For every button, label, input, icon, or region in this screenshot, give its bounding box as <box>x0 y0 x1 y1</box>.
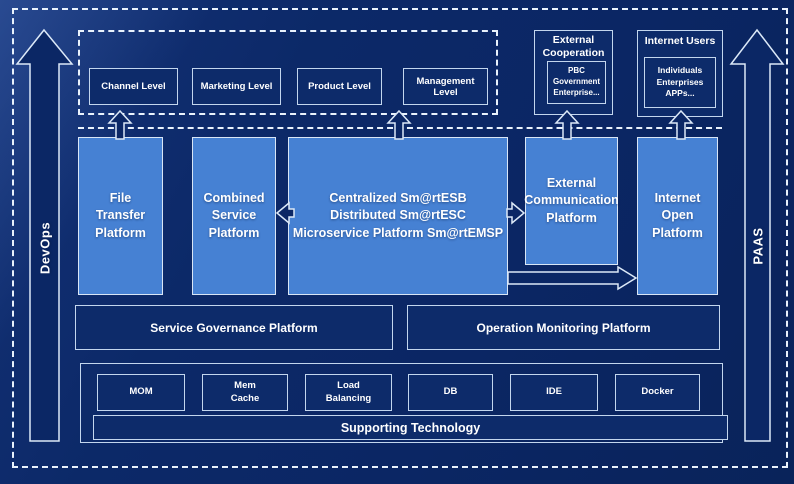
operation-monitoring-label: Operation Monitoring Platform <box>476 320 651 335</box>
internet-users-members: Individuals Enterprises APPs... <box>644 57 716 108</box>
service-governance-label: Service Governance Platform <box>150 320 318 335</box>
tech-box-load-balancing: Load Balancing <box>305 374 392 411</box>
external-communication-platform-box: External Communication Platform <box>524 137 619 265</box>
tech-box-docker: Docker <box>615 374 700 411</box>
management-level-box: Management Level <box>403 68 488 105</box>
tech-box-db: DB <box>408 374 493 411</box>
combined-service-platform-box: Combined Service Platform <box>192 137 276 295</box>
product-level-label: Product Level <box>308 81 371 92</box>
marketing-level-box: Marketing Level <box>192 68 281 105</box>
tech-box-mom: MOM <box>97 374 185 411</box>
external-cooperation-members: PBC Government Enterprise... <box>547 61 606 104</box>
channel-level-box: Channel Level <box>89 68 178 105</box>
external-cooperation-title: External Cooperation <box>542 34 605 60</box>
internet-users-box: Internet Users <box>637 30 723 117</box>
file-transfer-platform-box: File Transfer Platform <box>78 137 163 295</box>
central-esb-platform-box: Centralized Sm@rtESB Distributed Sm@rtES… <box>288 137 508 295</box>
paas-label: PAAS <box>750 227 766 265</box>
supporting-technology-bar: Supporting Technology <box>93 415 728 440</box>
supporting-technology-label: Supporting Technology <box>340 420 481 435</box>
internet-users-title: Internet Users <box>644 35 716 47</box>
devops-label: DevOps <box>37 221 53 275</box>
tech-box-mem-cache: Mem Cache <box>202 374 288 411</box>
internet-open-platform-box: Internet Open Platform <box>637 137 718 295</box>
marketing-level-label: Marketing Level <box>200 81 273 92</box>
tech-box-ide: IDE <box>510 374 598 411</box>
outer-dashed-frame <box>12 8 788 468</box>
operation-monitoring-platform-bar: Operation Monitoring Platform <box>407 305 720 350</box>
supporting-technology-container <box>80 363 723 443</box>
channel-level-label: Channel Level <box>101 81 166 92</box>
product-level-box: Product Level <box>297 68 382 105</box>
dashed-separator-line <box>78 127 722 129</box>
management-level-label: Management Level <box>416 75 475 98</box>
levels-dashed-container <box>78 30 498 115</box>
service-governance-platform-bar: Service Governance Platform <box>75 305 393 350</box>
